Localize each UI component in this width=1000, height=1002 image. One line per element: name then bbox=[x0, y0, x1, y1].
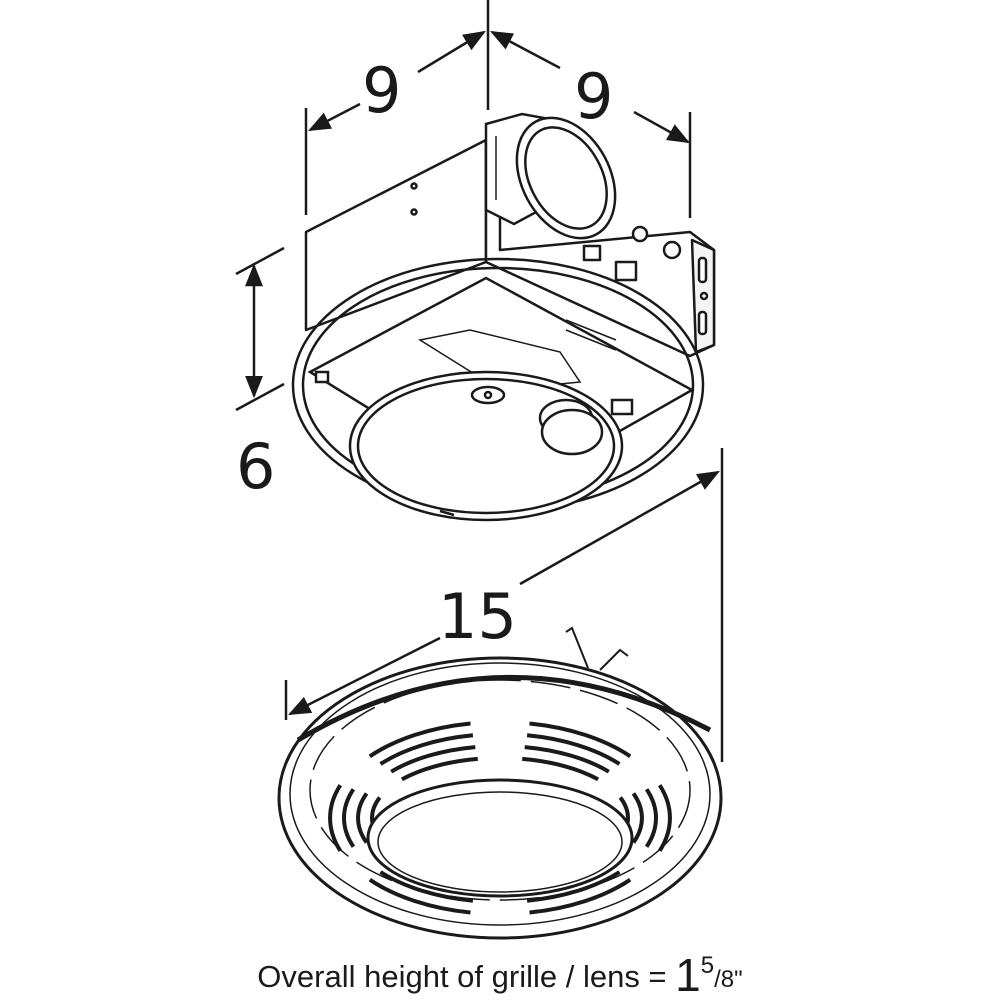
duct-connector bbox=[484, 112, 617, 240]
grille-vent-slot bbox=[379, 733, 474, 766]
grille-vent-slot bbox=[529, 878, 632, 915]
dimension-grille-diameter bbox=[284, 448, 724, 762]
caption-text: Overall height of grille / lens = bbox=[257, 959, 667, 994]
grille-vent-slot bbox=[368, 721, 471, 758]
caption-numerator: 5 bbox=[700, 952, 715, 979]
grille-vent-slot bbox=[379, 870, 474, 903]
light-socket-icon bbox=[538, 398, 604, 456]
grille-height-caption: Overall height of grille / lens = 15/8" bbox=[0, 948, 1000, 1002]
grille-vent-slot bbox=[658, 784, 672, 852]
dimension-label-grille-diameter: 15 bbox=[438, 580, 517, 653]
grille-vent-slot bbox=[328, 784, 342, 852]
grille-vent-slot bbox=[390, 745, 476, 774]
grille-vent-slot bbox=[526, 733, 621, 766]
dimension-label-width-left: 9 bbox=[362, 54, 401, 127]
caption-slash: / bbox=[714, 966, 721, 993]
grille-vent-slot bbox=[524, 745, 610, 774]
dimension-height bbox=[235, 246, 285, 412]
grille-vent-slot bbox=[526, 870, 621, 903]
grille-vent-slot bbox=[529, 721, 632, 758]
grille-vent-slot bbox=[356, 792, 369, 844]
dimension-width-left bbox=[304, 0, 490, 215]
grille-vent-slot bbox=[631, 792, 644, 844]
caption-unit: " bbox=[734, 966, 743, 993]
grille-lens bbox=[366, 778, 634, 898]
dimension-label-height: 6 bbox=[236, 430, 275, 503]
grille-mounting-clip bbox=[565, 626, 629, 671]
grille-vent-slot bbox=[400, 756, 478, 782]
grille-vent-slot bbox=[342, 788, 356, 848]
grille-vent-slot bbox=[644, 788, 658, 848]
dimension-label-width-right: 9 bbox=[574, 60, 613, 133]
grille-vent-slot bbox=[368, 878, 471, 915]
caption-whole-number: 1 bbox=[675, 949, 701, 1001]
fan-housing bbox=[304, 138, 716, 358]
dimension-width-right bbox=[490, 30, 692, 218]
caption-denominator: 8 bbox=[720, 966, 735, 993]
grille-vent-slot bbox=[522, 756, 600, 782]
